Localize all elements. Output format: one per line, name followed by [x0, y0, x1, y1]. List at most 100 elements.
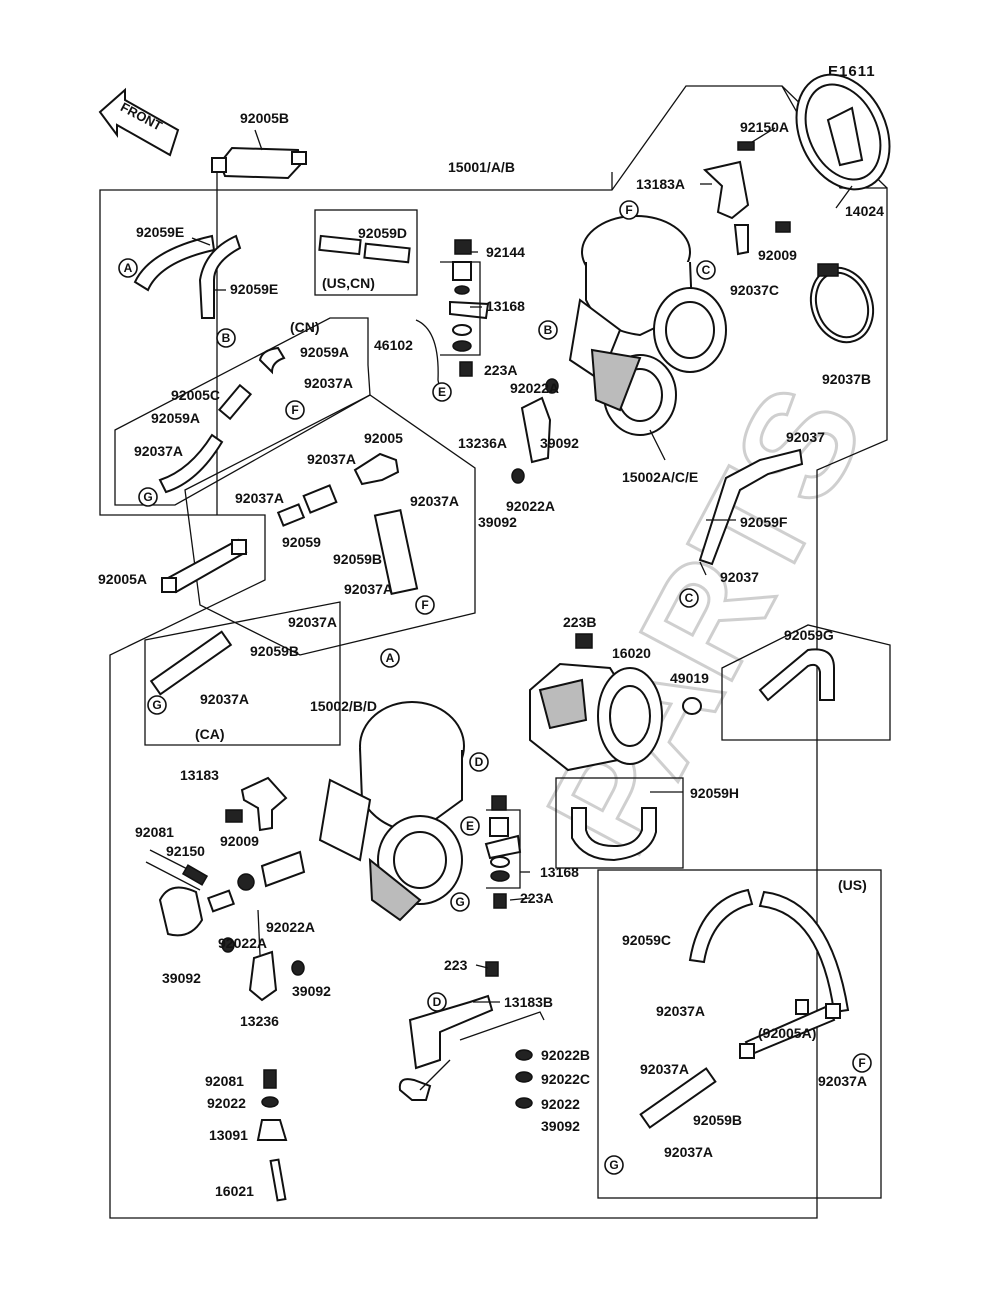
connector-g-us: G [604, 1155, 624, 1175]
svg-text:F: F [858, 1056, 865, 1070]
clamp-92037b[interactable] [801, 259, 883, 351]
bracket-13183[interactable] [240, 776, 288, 832]
label-92022a-mid: 92022A [506, 498, 555, 514]
connector-a-mid: A [380, 648, 400, 668]
fitting-92005a-left[interactable] [161, 538, 248, 594]
label-92081-1: 92081 [135, 824, 174, 840]
hose-92059b-mid[interactable] [373, 508, 419, 596]
washer-92022-lever[interactable] [515, 1097, 533, 1109]
svg-text:G: G [609, 1158, 618, 1172]
label-92005a-paren: (92005A) [758, 1025, 816, 1041]
washer-92022b[interactable] [515, 1049, 533, 1061]
screw-16021[interactable] [269, 1158, 287, 1202]
label-15002bd: 15002/B/D [310, 698, 377, 714]
hose-92059d-b[interactable] [363, 242, 411, 264]
screw-92009-bot[interactable] [225, 809, 243, 823]
screw-92150[interactable] [181, 864, 209, 886]
fitting-92005c[interactable] [217, 383, 253, 421]
screw-92081-bot[interactable] [263, 1069, 277, 1089]
label-92037a-3: 92037A [307, 451, 356, 467]
hose-92059d-a[interactable] [318, 234, 362, 256]
hose-92059c-left[interactable] [688, 888, 754, 964]
valve-kit-13168-bot[interactable] [484, 795, 522, 882]
label-92037b: 92037B [822, 371, 871, 387]
clip-92037c[interactable] [733, 224, 749, 256]
connector-f-mid: F [415, 595, 435, 615]
connector-e-top: E [432, 382, 452, 402]
label-ca: (CA) [195, 726, 225, 742]
cn-box [114, 317, 371, 506]
label-92022c: 92022C [541, 1071, 590, 1087]
hose-92059c-right[interactable] [758, 890, 850, 1014]
label-92022a-top: 92022A [510, 380, 559, 396]
washer-92022a-b1[interactable] [221, 937, 235, 953]
label-39092-mid: 39092 [478, 514, 517, 530]
hose-92059e-right[interactable] [198, 234, 242, 319]
spring-92150[interactable] [260, 850, 306, 888]
bracket-13183a[interactable] [702, 160, 750, 220]
kit-bracket-top [440, 261, 481, 356]
fitting-92005a-us[interactable] [739, 999, 841, 1059]
connector-e-bot: E [460, 816, 480, 836]
label-92059: 92059 [282, 534, 321, 550]
label-13183a: 13183A [636, 176, 685, 192]
hose-92059b-us[interactable] [639, 1067, 717, 1129]
screw-92081-b[interactable] [145, 861, 201, 891]
hose-92059f[interactable] [698, 448, 804, 566]
hose-92059-stub[interactable] [276, 503, 306, 527]
screw-223[interactable] [485, 961, 499, 977]
label-92037a-11: 92037A [640, 1061, 689, 1077]
screw-223b[interactable] [575, 633, 593, 649]
part-spring-seat[interactable] [237, 873, 255, 891]
label-92009-bot: 92009 [220, 833, 259, 849]
label-92022-2: 92022 [541, 1096, 580, 1112]
washer-92022a-mid[interactable] [511, 468, 525, 484]
svg-text:E: E [438, 385, 446, 399]
label-13183b: 13183B [504, 994, 553, 1010]
hose-92059a-lower[interactable] [158, 433, 224, 494]
throttle-body-16020[interactable] [529, 662, 663, 772]
hose-92059b-ca[interactable] [149, 630, 233, 696]
hose-92059h[interactable] [571, 807, 657, 862]
label-223a-top: 223A [484, 362, 517, 378]
part-49019[interactable] [682, 697, 702, 715]
svg-text:B: B [222, 331, 231, 345]
hose-92059g[interactable] [758, 648, 835, 702]
jet-13091[interactable] [256, 1119, 288, 1141]
screw-92009-top[interactable] [775, 221, 791, 233]
carburetor-lower[interactable] [318, 701, 465, 922]
lever-13183b[interactable] [398, 994, 545, 1101]
washer-92022a-top[interactable] [545, 378, 559, 394]
plunger[interactable] [206, 889, 236, 913]
label-92009-top: 92009 [758, 247, 797, 263]
svg-text:D: D [433, 995, 442, 1009]
label-223a-bot: 223A [520, 890, 553, 906]
label-49019: 49019 [670, 670, 709, 686]
carburetor-upper[interactable] [568, 215, 727, 436]
fitting-92005b[interactable] [211, 146, 307, 515]
cover-14024[interactable] [779, 59, 908, 204]
svg-text:G: G [152, 698, 161, 712]
pump-cover[interactable] [158, 886, 204, 937]
label-92005b: 92005B [240, 110, 289, 126]
label-92022-1: 92022 [207, 1095, 246, 1111]
svg-text:G: G [143, 490, 152, 504]
washer-92022a-b2[interactable] [291, 960, 305, 976]
elbow-92059a[interactable] [258, 346, 286, 375]
label-92037a-1: 92037A [304, 375, 353, 391]
valve-kit-13168-top[interactable] [449, 239, 490, 352]
hose-92059-short[interactable] [302, 484, 338, 514]
washer-92022-bot[interactable] [261, 1096, 279, 1108]
bracket-13236a[interactable] [520, 396, 552, 464]
screw-223a-top[interactable] [459, 361, 473, 377]
screw-92150a-top[interactable] [737, 141, 755, 151]
label-92037a-10: 92037A [818, 1073, 867, 1089]
label-92059g: 92059G [784, 627, 834, 643]
screw-223a-bot[interactable] [493, 893, 507, 909]
washer-92022c[interactable] [515, 1071, 533, 1083]
fitting-92005[interactable] [353, 452, 400, 486]
bracket-13236[interactable] [248, 950, 278, 1002]
cable-46102[interactable] [415, 319, 441, 391]
label-92037-1: 92037 [786, 429, 825, 445]
label-14024: 14024 [845, 203, 884, 219]
